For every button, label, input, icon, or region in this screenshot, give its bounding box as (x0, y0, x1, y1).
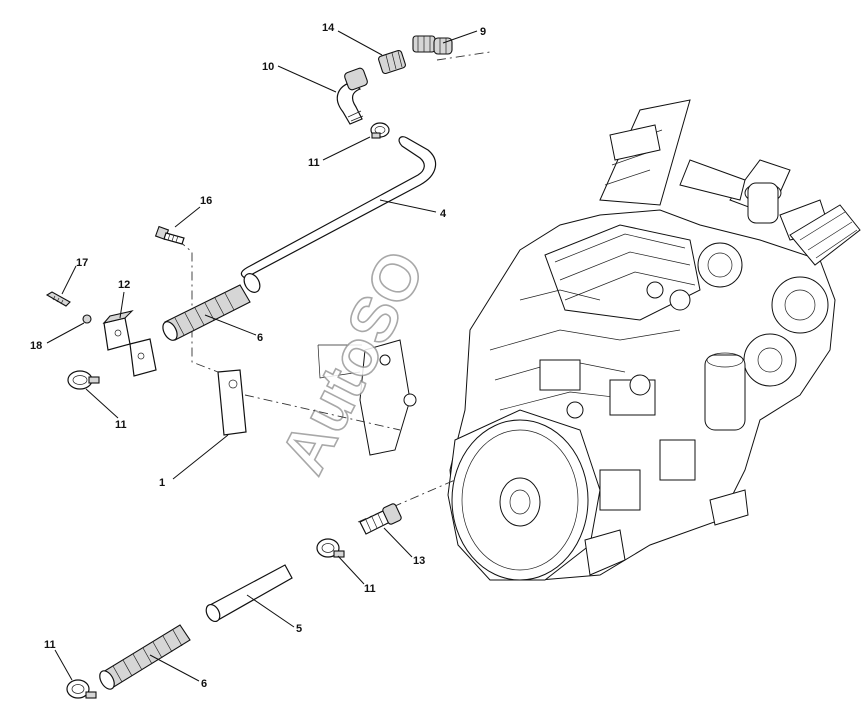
part-17-screw (45, 291, 71, 307)
part-11-clamp-left (67, 370, 100, 390)
part-10-bent-hose (336, 67, 368, 125)
callout-11-bottom: 11 (44, 639, 56, 651)
callout-5: 5 (296, 623, 302, 635)
watermark-text: AutoSO (266, 239, 438, 484)
callout-11-left: 11 (115, 419, 127, 431)
part-11-clamp-mid (316, 538, 345, 558)
callout-9: 9 (480, 26, 486, 38)
callout-11-mid: 11 (364, 583, 376, 595)
part-4-hose (240, 136, 437, 293)
part-6-sleeve-bottom (99, 624, 191, 690)
callout-11-top: 11 (308, 157, 320, 169)
part-11-clamp-top (370, 122, 390, 139)
callout-17: 17 (76, 257, 88, 269)
part-16-bolt (154, 225, 185, 245)
callout-14: 14 (322, 22, 335, 34)
engine-assembly (317, 99, 861, 581)
part-5-hose (205, 564, 293, 623)
callout-12: 12 (118, 279, 130, 291)
part-14-adapter (378, 49, 406, 75)
part-1-bracket-plate (217, 369, 247, 436)
callout-6-bottom: 6 (201, 678, 207, 690)
watermark: AutoSO (266, 239, 440, 486)
callout-6-top: 6 (257, 332, 263, 344)
callout-1: 1 (159, 477, 165, 489)
part-6-sleeve-top (162, 284, 251, 341)
callout-10: 10 (262, 61, 274, 73)
callout-4: 4 (440, 208, 447, 220)
leader-lines (46, 30, 478, 682)
assembly-lines (177, 51, 491, 523)
callout-labels: 14 9 10 11 4 16 17 12 18 6 11 1 13 11 5 … (30, 22, 486, 690)
callout-13: 13 (413, 555, 425, 567)
part-9-elbow-fitting (412, 35, 453, 55)
part-13-hose-barb (359, 503, 402, 535)
part-12-clamp-block (102, 310, 157, 377)
part-18-nut (82, 314, 92, 324)
callout-16: 16 (200, 195, 212, 207)
callout-18: 18 (30, 340, 42, 352)
part-11-clamp-bottom (66, 679, 97, 699)
